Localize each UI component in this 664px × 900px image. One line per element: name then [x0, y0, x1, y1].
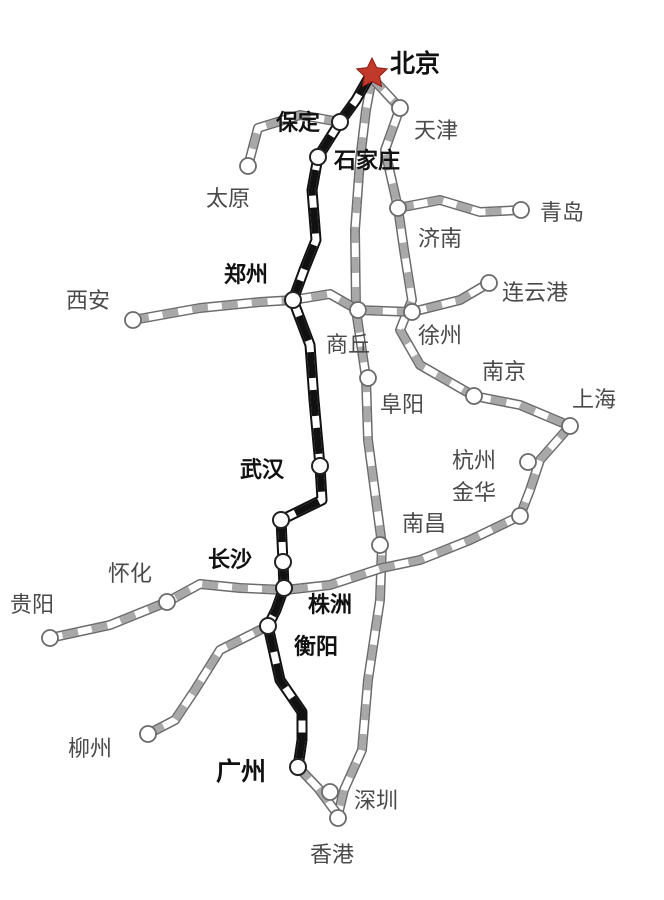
- rail-jinan-qingdao: [393, 195, 526, 217]
- rail-beijing-shanghai: [367, 73, 575, 431]
- beijing-star-icon: [355, 56, 389, 88]
- node-zhengzhou: [284, 291, 302, 309]
- node-shangqiu: [349, 301, 367, 319]
- label-liuzhou: 柳州: [68, 737, 112, 762]
- station-nodes: [41, 99, 579, 827]
- rail-shijiazhuang-taiyuan: [243, 110, 345, 171]
- node-xuzhou: [403, 303, 421, 321]
- label-qingdao: 青岛: [540, 201, 584, 226]
- node-xian: [124, 311, 142, 329]
- node-huaihua: [158, 593, 176, 611]
- node-shijiazhuang: [309, 148, 327, 166]
- label-tianjin: 天津: [414, 119, 458, 144]
- label-taiyuan: 太原: [206, 187, 250, 212]
- node-qingdao: [512, 201, 530, 219]
- node-changsha: [274, 553, 292, 571]
- node-shanghai: [561, 417, 579, 435]
- label-wuhan: 武汉: [240, 458, 285, 483]
- station-labels: 北京 天津 保定 石家庄 太原 济南 青岛 郑州 西安 连云港 商丘 徐州 南京…: [10, 49, 616, 868]
- label-hongkong: 香港: [310, 843, 354, 868]
- node-tianjin: [391, 99, 409, 117]
- label-nanchang: 南昌: [402, 512, 446, 537]
- label-nanjing: 南京: [482, 360, 526, 385]
- node-hengyang: [259, 617, 277, 635]
- label-huaihua: 怀化: [108, 562, 152, 587]
- node-hongkong: [329, 809, 347, 827]
- node-shenzhen: [321, 783, 339, 801]
- label-xuzhou: 徐州: [418, 324, 462, 349]
- label-zhengzhou: 郑州: [224, 263, 268, 288]
- node-wuhan-south: [272, 511, 290, 529]
- label-shangqiu: 商丘: [326, 333, 370, 358]
- rail-guangzhou-shenzhen: [293, 762, 343, 820]
- label-shanghai: 上海: [572, 388, 616, 413]
- node-guiyang: [41, 629, 59, 647]
- node-wuhan: [311, 457, 329, 475]
- label-guiyang: 贵阳: [10, 593, 54, 618]
- rail-longhai: [128, 278, 494, 325]
- label-lianyungang: 连云港: [502, 281, 568, 306]
- label-shenzhen: 深圳: [354, 789, 398, 814]
- node-jinan: [389, 199, 407, 217]
- label-changsha: 长沙: [208, 548, 252, 573]
- rail-hengyang-liuzhou: [143, 621, 273, 739]
- label-fuyang: 阜阳: [380, 393, 424, 418]
- node-hangzhou: [519, 453, 537, 471]
- node-lianyungang: [480, 274, 498, 292]
- label-guangzhou: 广州: [216, 757, 266, 786]
- label-jinhua: 金华: [452, 481, 496, 506]
- rail-beijing-kowloon: [333, 73, 387, 820]
- label-zhuzhou: 株洲: [308, 593, 352, 618]
- node-nanchang: [371, 536, 389, 554]
- node-guangzhou: [289, 758, 307, 776]
- node-fuyang: [359, 369, 377, 387]
- node-liuzhou: [139, 725, 157, 743]
- node-nanjing: [465, 387, 483, 405]
- label-beijing: 北京: [390, 49, 440, 78]
- node-baoding: [331, 113, 349, 131]
- node-taiyuan: [239, 157, 257, 175]
- label-hengyang: 衡阳: [294, 634, 338, 660]
- node-jinhua: [511, 507, 529, 525]
- label-shijiazhuang: 石家庄: [333, 148, 400, 174]
- label-baoding: 保定: [275, 110, 320, 136]
- label-hangzhou: 杭州: [452, 449, 496, 474]
- node-zhuzhou: [275, 579, 293, 597]
- label-jinan: 济南: [418, 227, 462, 252]
- label-xian: 西安: [66, 289, 110, 314]
